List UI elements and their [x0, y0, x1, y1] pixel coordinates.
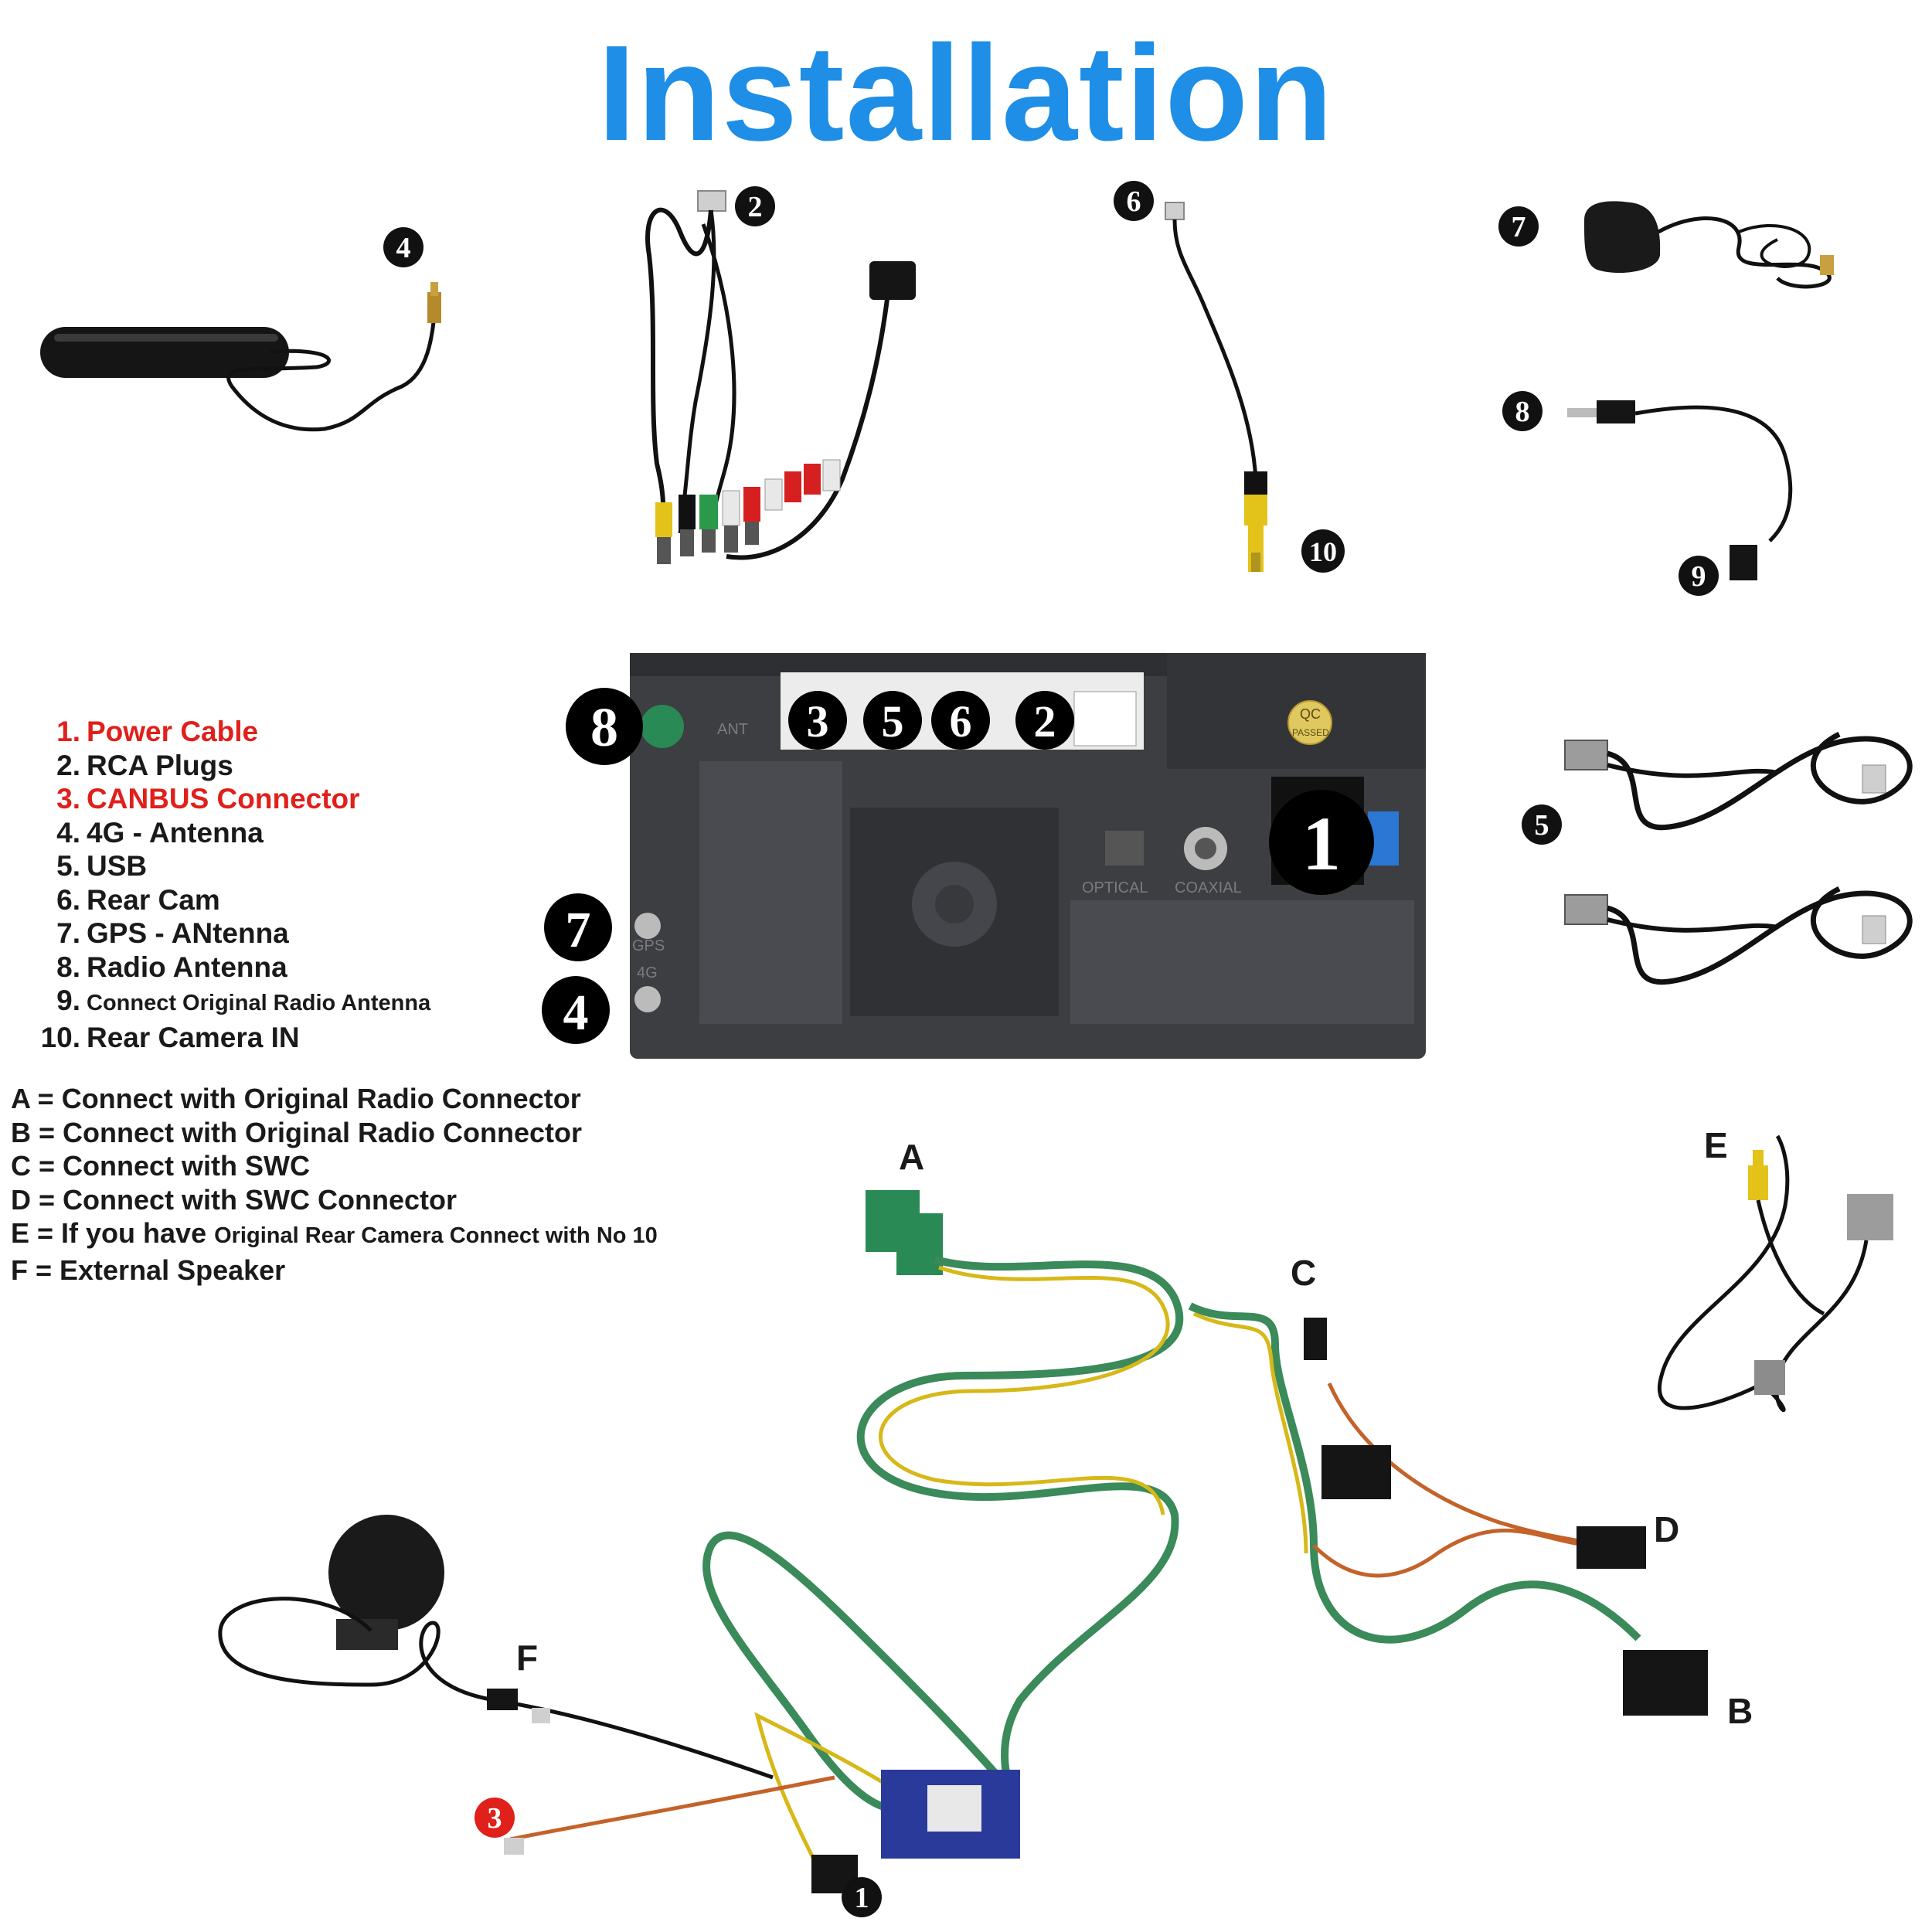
- badge-labels: 4 2 6 7 8 10 9 5 1 3 8 3 5 6 2 1 7 4: [396, 185, 1706, 1914]
- unit-embossed-labels: ANT GPS 4G OPTICAL COAXIAL QC PASSED: [632, 706, 1329, 981]
- usb-cables: [1564, 731, 1913, 985]
- legend-item-1: 1.Power Cable: [56, 716, 259, 747]
- page-title: Installation: [597, 18, 1335, 169]
- badge-4: 4: [396, 232, 411, 264]
- 4g-label: 4G: [637, 964, 658, 981]
- rca-harness: [645, 190, 916, 564]
- legend-item-10: 10.Rear Camera IN: [40, 1021, 300, 1053]
- unit-badge-3: 3: [807, 696, 829, 747]
- conn-item-b: B = Connect with Original Radio Connecto…: [11, 1116, 583, 1148]
- coaxial-label: COAXIAL: [1175, 879, 1242, 896]
- badge-6: 6: [1127, 185, 1141, 218]
- head-unit-rear: [630, 653, 1426, 1059]
- main-harness: [218, 1190, 1708, 1893]
- unit-badge-6: 6: [950, 696, 972, 747]
- unit-badge-7: 7: [566, 902, 591, 958]
- legend-item-8: 8.Radio Antenna: [56, 951, 287, 983]
- connection-legend: A = Connect with Original Radio Connecto…: [11, 1082, 658, 1287]
- conn-item-e: E = If you have Original Rear Camera Con…: [11, 1217, 658, 1249]
- gps-label: GPS: [632, 937, 665, 954]
- unit-badge-8: 8: [590, 696, 618, 758]
- harness-label-f: F: [516, 1638, 539, 1678]
- rear-cam-adapter-e: [1658, 1134, 1893, 1413]
- badge-7: 7: [1512, 211, 1526, 243]
- badge-8: 8: [1515, 396, 1530, 428]
- harness-label-a: A: [899, 1137, 925, 1177]
- badge-5: 5: [1535, 809, 1549, 842]
- unit-badge-2: 2: [1034, 696, 1056, 747]
- legend-item-9: 9.Connect Original Radio Antenna: [56, 985, 431, 1016]
- legend-item-5: 5.USB: [56, 850, 148, 882]
- harness-label-e: E: [1704, 1125, 1728, 1165]
- unit-badge-5: 5: [882, 696, 904, 747]
- ant-label: ANT: [717, 721, 748, 738]
- passed-label: PASSED: [1292, 727, 1329, 738]
- radio-antenna-adapter: [1567, 400, 1793, 580]
- badge-10: 10: [1309, 536, 1337, 567]
- conn-item-d: D = Connect with SWC Connector: [11, 1183, 457, 1216]
- unit-badge-1: 1: [1302, 801, 1341, 886]
- harness-label-d: D: [1654, 1509, 1680, 1549]
- conn-item-f: F = External Speaker: [11, 1253, 286, 1286]
- qc-label: QC: [1300, 706, 1321, 722]
- badges: [383, 181, 1719, 1917]
- harness-label-b: B: [1727, 1691, 1753, 1731]
- optical-label: OPTICAL: [1082, 879, 1148, 896]
- legend-item-3: 3.CANBUS Connector: [56, 783, 360, 815]
- parts-legend: 1.Power Cable 2.RCA Plugs 3.CANBUS Conne…: [31, 715, 431, 1054]
- legend-item-6: 6.Rear Cam: [56, 883, 220, 916]
- gps-antenna: [1584, 201, 1834, 289]
- legend-item-4: 4.4G - Antenna: [56, 816, 264, 849]
- 4g-antenna: [40, 282, 441, 432]
- badge-3-red: 3: [488, 1802, 502, 1835]
- badge-2: 2: [748, 191, 763, 223]
- unit-badge-4: 4: [563, 985, 589, 1041]
- conn-item-c: C = Connect with SWC: [11, 1150, 310, 1182]
- legend-item-7: 7.GPS - ANtenna: [56, 917, 289, 949]
- badge-1: 1: [855, 1882, 869, 1914]
- harness-label-c: C: [1291, 1253, 1317, 1293]
- rear-cam-cable: [1165, 202, 1267, 572]
- badge-9: 9: [1692, 560, 1706, 593]
- legend-item-2: 2.RCA Plugs: [56, 749, 233, 781]
- conn-item-a: A = Connect with Original Radio Connecto…: [11, 1083, 581, 1114]
